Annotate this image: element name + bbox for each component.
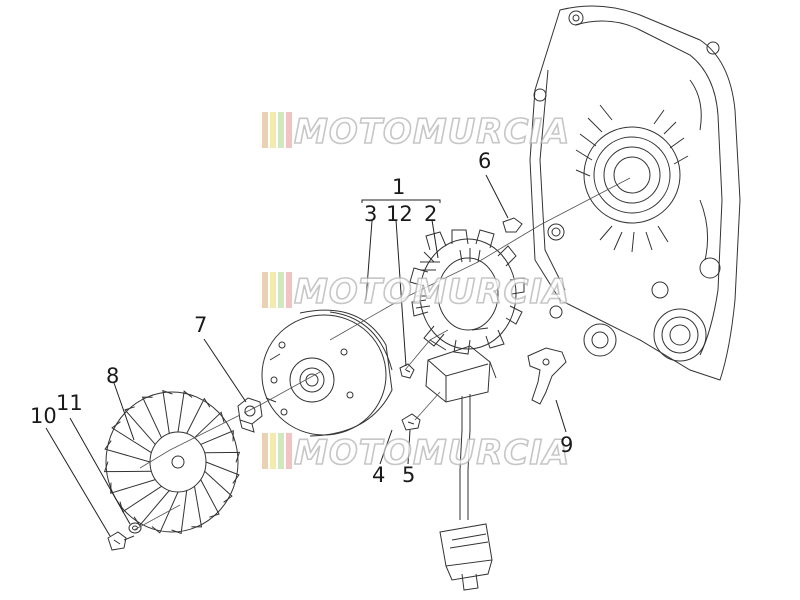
fan-blade: [177, 390, 193, 433]
fan-bolt-part-10: [107, 531, 135, 551]
crankcase-housing: [529, 5, 741, 381]
part-label-1: 1: [392, 175, 405, 199]
fan-blade: [162, 389, 173, 434]
fan-blade: [171, 490, 188, 535]
part-label-5: 5: [402, 463, 415, 487]
part-label-4: 4: [372, 463, 385, 487]
pickup-and-wiring: [425, 327, 497, 591]
watermark-bottom: MOTOMURCIA: [262, 432, 570, 474]
part-label-8: 8: [106, 364, 119, 388]
fan-blade: [194, 411, 225, 439]
watermark-stripe: [262, 112, 268, 148]
screw-part-4-5: [401, 413, 421, 431]
watermark-stripe: [262, 272, 268, 308]
fan-blade: [124, 406, 156, 445]
watermark-text: MOTOMURCIA: [294, 433, 570, 473]
watermark-top: MOTOMURCIA: [262, 111, 570, 153]
part-label-11: 11: [56, 391, 83, 415]
washer-part-11: [128, 522, 142, 534]
fan-blade: [204, 470, 233, 503]
fan-blade: [205, 461, 240, 484]
part-label-2: 2: [424, 202, 437, 226]
fan-blade: [151, 491, 179, 534]
part-label-6: 6: [478, 149, 491, 173]
part-label-3: 3: [364, 202, 377, 226]
fan-blade: [200, 479, 220, 518]
watermark-stripe: [270, 272, 276, 308]
bracket-part-9: [527, 347, 567, 405]
part-label-7: 7: [194, 313, 207, 337]
fan-blade: [204, 451, 241, 463]
watermark-text: MOTOMURCIA: [294, 112, 570, 152]
fan-blade: [110, 479, 156, 494]
fan-blade: [111, 421, 152, 454]
fan-blade: [104, 440, 151, 463]
watermark-stripe: [278, 272, 284, 308]
watermark-stripe: [270, 433, 276, 469]
watermark-text: MOTOMURCIA: [294, 272, 570, 312]
assembly-centerlines: [133, 177, 631, 531]
watermark-stripe: [278, 433, 284, 469]
stator-coil: [409, 229, 525, 355]
screw-part-12: [399, 363, 415, 379]
watermark-stripe: [262, 433, 268, 469]
watermark-middle: MOTOMURCIA: [262, 271, 570, 313]
fan-blade: [186, 397, 211, 434]
watermark-stripe: [278, 112, 284, 148]
watermark-stripe: [286, 112, 292, 148]
fan-blade: [141, 396, 162, 438]
part-label-12: 12: [386, 202, 413, 226]
part-label-10: 10: [30, 404, 57, 428]
watermark-stripe: [286, 433, 292, 469]
watermark-stripe: [286, 272, 292, 308]
fan-blade: [103, 461, 152, 473]
fan-blade: [119, 485, 162, 513]
watermark-stripe: [270, 112, 276, 148]
cooling-fan: [103, 389, 241, 535]
fan-blade: [191, 486, 203, 528]
part-label-9: 9: [560, 433, 573, 457]
key-part-6: [502, 217, 523, 233]
leader-lines: [45, 174, 567, 537]
flywheel-rotor: [261, 309, 393, 437]
fan-blade: [200, 430, 234, 445]
flywheel-nut-part-7: [237, 397, 263, 433]
